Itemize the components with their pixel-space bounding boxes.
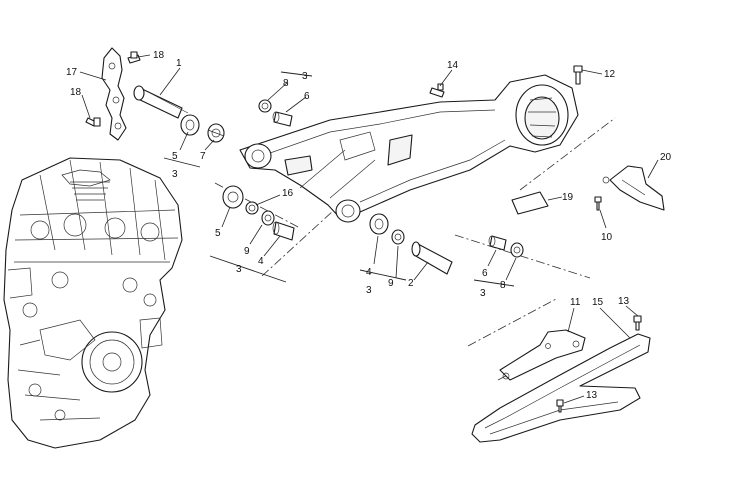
callout-labels: 18 1 17 18 8 3 6 14 12 5 7 3 16 20 19 10… [66,50,672,401]
engine-illustration [3,157,183,449]
seal-8-lower [510,242,524,258]
screw-10 [594,196,602,211]
bracket-11 [499,329,586,381]
group-brackets [163,71,515,287]
screw-12 [573,65,583,85]
callout-4-left: 4 [258,256,264,267]
callout-6-lower: 6 [482,268,488,279]
callout-20: 20 [660,152,672,163]
bearing-5-upper [180,114,200,136]
bushing-6-upper [272,111,293,127]
screw-14 [429,83,445,98]
bushing-6-lower [488,235,507,251]
callout-13-top: 13 [618,296,630,307]
callout-8-lower: 8 [500,280,506,291]
pivot-pin-1 [133,85,189,119]
callout-13-bottom: 13 [586,390,598,401]
plate-19 [511,191,549,215]
callout-5-lower: 5 [215,228,221,239]
bearing-5-lower [222,185,244,209]
callout-16: 16 [282,188,294,199]
callout-12: 12 [604,69,616,80]
bracket-17 [101,47,127,141]
callout-3-lower-left: 3 [236,264,242,275]
callout-18-side: 18 [70,87,82,98]
callout-3-left: 3 [172,169,178,180]
callout-2: 2 [408,278,414,289]
bolt-18-side [85,117,101,127]
guard-20 [602,165,665,211]
callout-11: 11 [570,297,581,308]
callout-18-top: 18 [153,50,165,61]
bearing-4-right [369,213,389,235]
seal-16 [245,201,259,215]
callout-15: 15 [592,297,604,308]
callout-10: 10 [601,232,613,243]
bolt-18-top [127,51,141,64]
seal-9-left [261,210,275,226]
callout-19: 19 [562,192,574,203]
callout-7: 7 [200,151,206,162]
callout-5-upper: 5 [172,151,178,162]
screw-13-top [633,315,642,331]
callout-3-top: 3 [302,71,308,82]
callout-17: 17 [66,67,78,78]
callout-1: 1 [176,58,182,69]
spacer-7 [207,123,225,143]
pivot-pin-2 [411,241,453,275]
seal-8-upper [258,99,272,113]
callout-3-center: 3 [366,285,372,296]
callout-3-right: 3 [480,288,486,299]
bearing-4-left [272,221,295,241]
callout-8-top: 8 [283,78,289,89]
screw-13-bottom [556,399,564,413]
callout-9-right: 9 [388,278,394,289]
swingarm [239,74,579,223]
leader-lines [79,54,659,404]
seal-9-right [391,229,405,245]
callout-4-right: 4 [366,267,372,278]
callout-14: 14 [447,60,459,71]
callout-6-top: 6 [304,91,310,102]
callout-9-left: 9 [244,246,250,257]
